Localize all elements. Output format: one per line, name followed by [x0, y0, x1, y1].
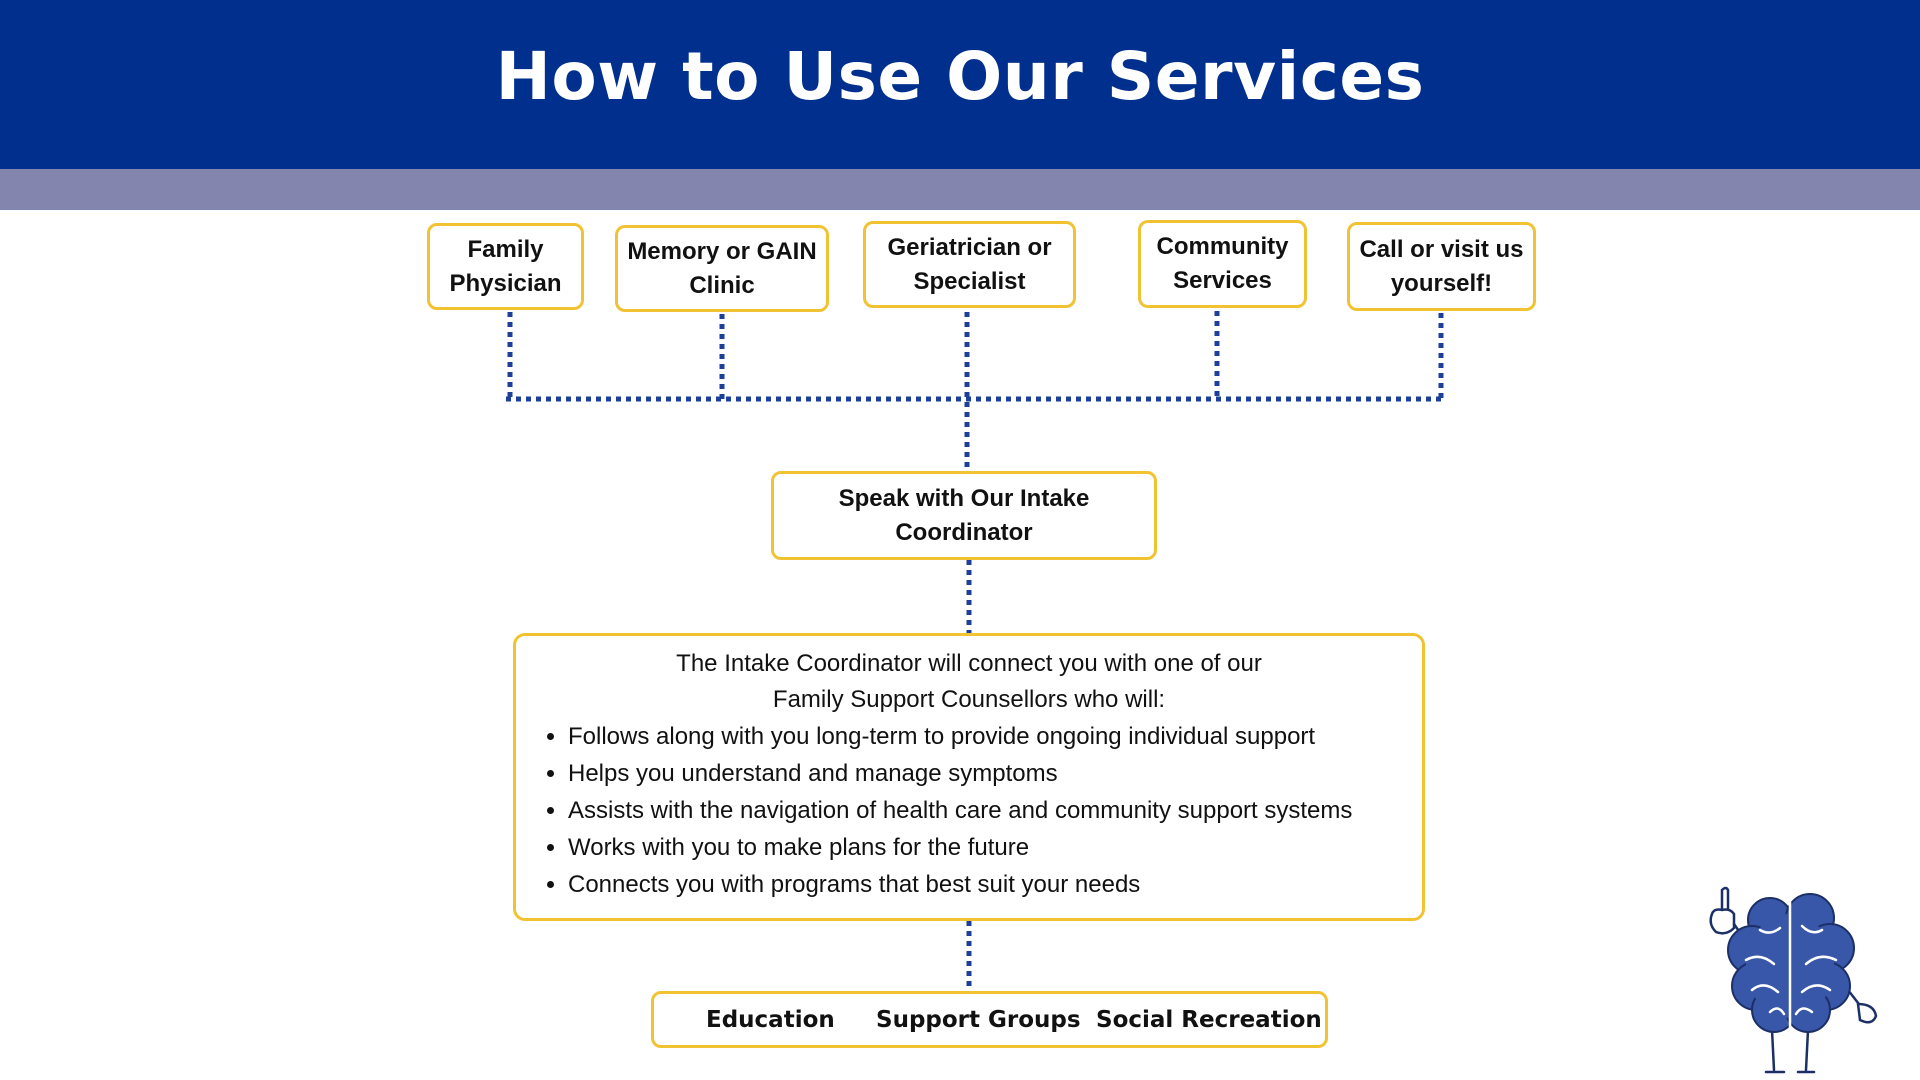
source-label-line2: Services	[1173, 267, 1272, 294]
intake-label-line1: Speak with Our Intake	[838, 484, 1090, 512]
source-label-line1: Family	[467, 235, 544, 263]
counsellor-services-box: The Intake Coordinator will connect you …	[513, 633, 1425, 921]
list-item: Helps you understand and manage symptoms	[568, 755, 1402, 792]
source-label-line1: Call or visit us	[1359, 235, 1524, 263]
list-item: Assists with the navigation of health ca…	[568, 792, 1402, 829]
page-title: How to Use Our Services	[495, 38, 1425, 115]
list-item: Works with you to make plans for the fut…	[568, 829, 1402, 866]
list-item: Follows along with you long-term to prov…	[568, 718, 1402, 755]
program-outcomes-box: Education Support Groups Social Recreati…	[651, 991, 1328, 1048]
brain-mascot-icon	[1709, 886, 1878, 1074]
source-label-line2: yourself!	[1390, 269, 1493, 297]
source-label-line2: Specialist	[913, 267, 1026, 295]
counsellor-intro: The Intake Coordinator will connect you …	[536, 646, 1402, 718]
counsellor-bullet-list: Follows along with you long-term to prov…	[536, 718, 1402, 903]
intro-line1: The Intake Coordinator will connect you …	[676, 650, 1262, 677]
outcome-social-recreation: Social Recreation	[1096, 1006, 1322, 1033]
outcome-education: Education	[706, 1006, 835, 1033]
source-geriatrician-specialist: Geriatrician or Specialist	[863, 221, 1076, 308]
header-banner: How to Use Our Services	[0, 0, 1920, 169]
header-band	[0, 169, 1920, 210]
source-label-line1: Memory or GAIN	[627, 237, 817, 265]
intro-line2: Family Support Counsellors who will:	[772, 686, 1166, 713]
list-item: Connects you with programs that best sui…	[568, 866, 1402, 903]
outcome-support-groups: Support Groups	[876, 1006, 1081, 1033]
source-label-line2: Clinic	[689, 271, 755, 299]
intake-label-line2: Coordinator	[895, 518, 1033, 546]
source-label-line1: Community	[1156, 233, 1289, 260]
source-label-line2: Physician	[449, 269, 562, 297]
source-label-line1: Geriatrician or	[887, 233, 1052, 261]
source-memory-gain-clinic: Memory or GAIN Clinic	[615, 225, 829, 312]
source-call-or-visit: Call or visit us yourself!	[1347, 222, 1536, 311]
